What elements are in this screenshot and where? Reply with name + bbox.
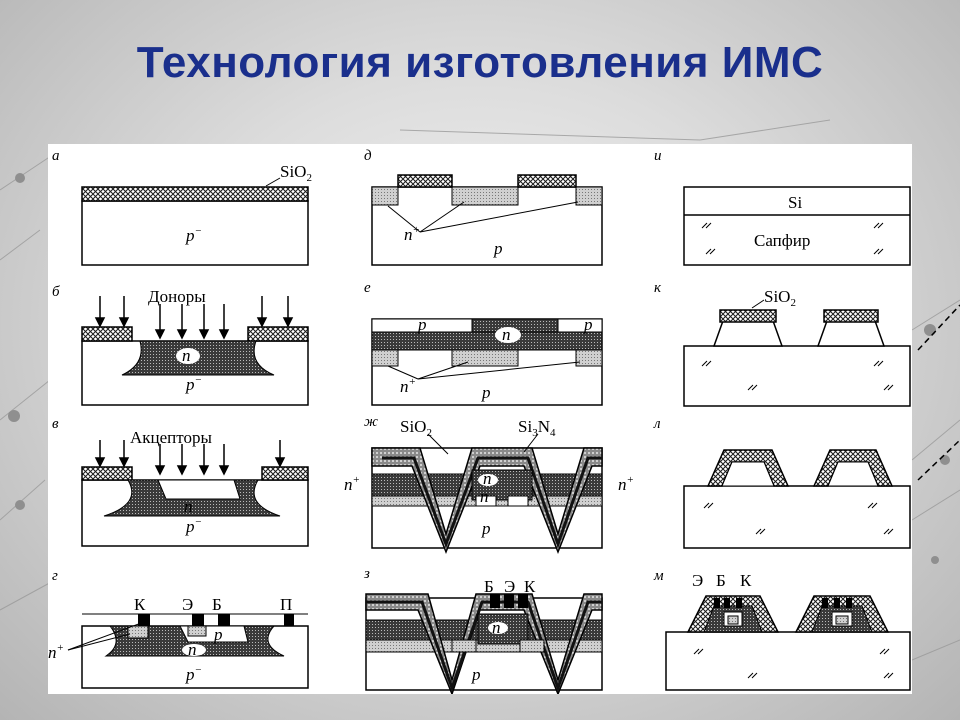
svg-text:n: n: [502, 325, 511, 344]
svg-text:к: к: [654, 280, 662, 296]
diagram-e: е p n p n+ p: [364, 280, 603, 406]
svg-text:Э: Э: [692, 571, 703, 590]
svg-text:p−: p−: [185, 374, 202, 394]
svg-text:е: е: [364, 280, 371, 296]
svg-text:а: а: [52, 148, 60, 164]
svg-text:p: p: [481, 383, 491, 402]
svg-text:К: К: [134, 595, 146, 614]
svg-text:б: б: [52, 284, 60, 300]
svg-text:p: p: [481, 519, 491, 538]
svg-text:Доноры: Доноры: [148, 287, 206, 306]
svg-text:г: г: [52, 568, 58, 584]
svg-text:Э: Э: [504, 577, 515, 596]
diagram-k: к SiO2: [654, 280, 911, 407]
svg-text:К: К: [740, 571, 752, 590]
svg-text:П: П: [280, 595, 292, 614]
svg-text:p−: p−: [185, 664, 202, 684]
svg-text:p−: p−: [185, 225, 202, 245]
diagram-m: м Э Б К: [653, 568, 911, 691]
svg-text:л: л: [653, 416, 661, 432]
svg-text:n+: n+: [344, 474, 360, 494]
svg-text:К: К: [524, 577, 536, 596]
svg-text:д: д: [364, 148, 372, 164]
svg-text:p: p: [493, 239, 503, 258]
diagram-v: в n Акцепторы p−: [52, 416, 309, 547]
diagram-zh: ж n n SiO2 Si3N4 n+ n+ p: [344, 414, 634, 555]
svg-text:Si3N4: Si3N4: [518, 417, 556, 439]
svg-text:p: p: [213, 625, 223, 644]
svg-text:n: n: [483, 469, 492, 488]
slide-title: Технология изготовления ИМС: [136, 38, 824, 87]
svg-text:n: n: [184, 497, 193, 516]
svg-text:p: p: [417, 315, 427, 334]
svg-text:Акцепторы: Акцепторы: [130, 428, 212, 447]
svg-text:м: м: [653, 568, 664, 584]
svg-text:SiO2: SiO2: [764, 287, 796, 309]
diagram-z: з n Б Э К p: [363, 566, 603, 694]
diagram-b: б n Доноры p−: [52, 284, 309, 406]
svg-text:Б: Б: [716, 571, 726, 590]
svg-text:Сапфир: Сапфир: [754, 231, 810, 250]
svg-text:Б: Б: [484, 577, 494, 596]
svg-text:Si: Si: [788, 193, 802, 212]
svg-text:Б: Б: [212, 595, 222, 614]
diagram-i: и Si Сапфир: [654, 148, 911, 266]
svg-text:SiO2: SiO2: [400, 417, 432, 439]
svg-text:n+: n+: [618, 474, 634, 494]
svg-text:и: и: [654, 148, 662, 164]
svg-text:n: n: [480, 487, 489, 506]
svg-text:ж: ж: [364, 414, 378, 430]
diagram-g: г n p К Э Б П n+ p−: [48, 568, 309, 689]
svg-text:n: n: [188, 640, 197, 659]
diagram-a: а SiO2 p−: [52, 148, 312, 266]
svg-text:Э: Э: [182, 595, 193, 614]
svg-text:n: n: [492, 618, 501, 637]
svg-text:p: p: [583, 315, 593, 334]
svg-text:n+: n+: [48, 642, 64, 662]
fabrication-diagrams: а SiO2 p− б n Доноры p− в: [48, 148, 911, 694]
svg-text:p: p: [471, 665, 481, 684]
svg-text:з: з: [363, 566, 370, 582]
diagram-l: л: [653, 416, 911, 549]
svg-text:в: в: [52, 416, 59, 432]
svg-text:n: n: [182, 346, 191, 365]
diagram-panel: а SiO2 p− б n Доноры p− в: [48, 144, 912, 694]
svg-text:p−: p−: [185, 516, 202, 536]
svg-text:n+: n+: [404, 224, 420, 244]
svg-text:SiO2: SiO2: [280, 162, 312, 184]
diagram-d: д n+ p: [364, 148, 603, 266]
svg-text:n+: n+: [400, 376, 416, 396]
